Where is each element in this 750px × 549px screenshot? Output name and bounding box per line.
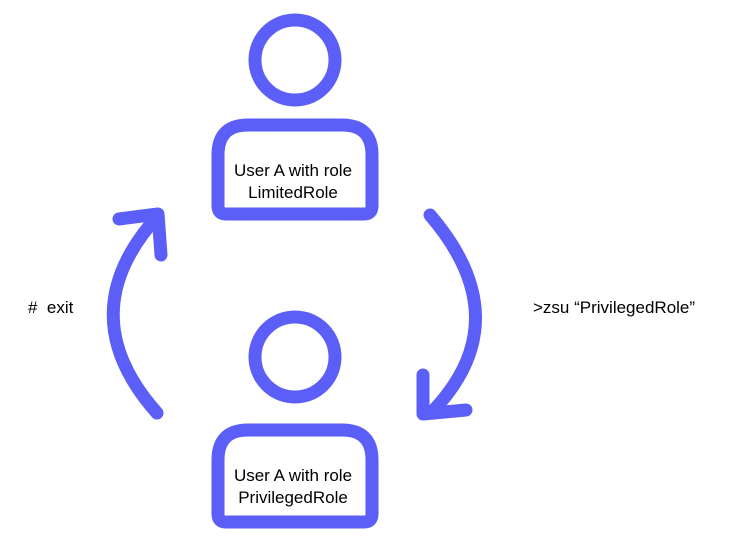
curved-arrow-up-icon	[106, 207, 168, 420]
bottom-user-label-line2: PrivilegedRole	[238, 488, 348, 507]
top-user-body-icon	[211, 118, 379, 221]
bottom-user-label-line1: User A with role	[234, 466, 352, 485]
bottom-user: User A with role PrivilegedRole	[211, 310, 379, 529]
zsu-command-label: >zsu “PrivilegedRole”	[533, 298, 695, 317]
curved-arrow-down-icon	[416, 208, 482, 421]
top-user-head-icon	[248, 13, 342, 107]
top-user: User A with role LimitedRole	[211, 13, 379, 221]
bottom-user-body-icon	[211, 423, 379, 529]
top-user-label-line1: User A with role	[234, 161, 352, 180]
top-user-label-line2: LimitedRole	[248, 183, 338, 202]
bottom-user-head-icon	[248, 310, 342, 404]
exit-command-label: # exit	[28, 298, 74, 317]
